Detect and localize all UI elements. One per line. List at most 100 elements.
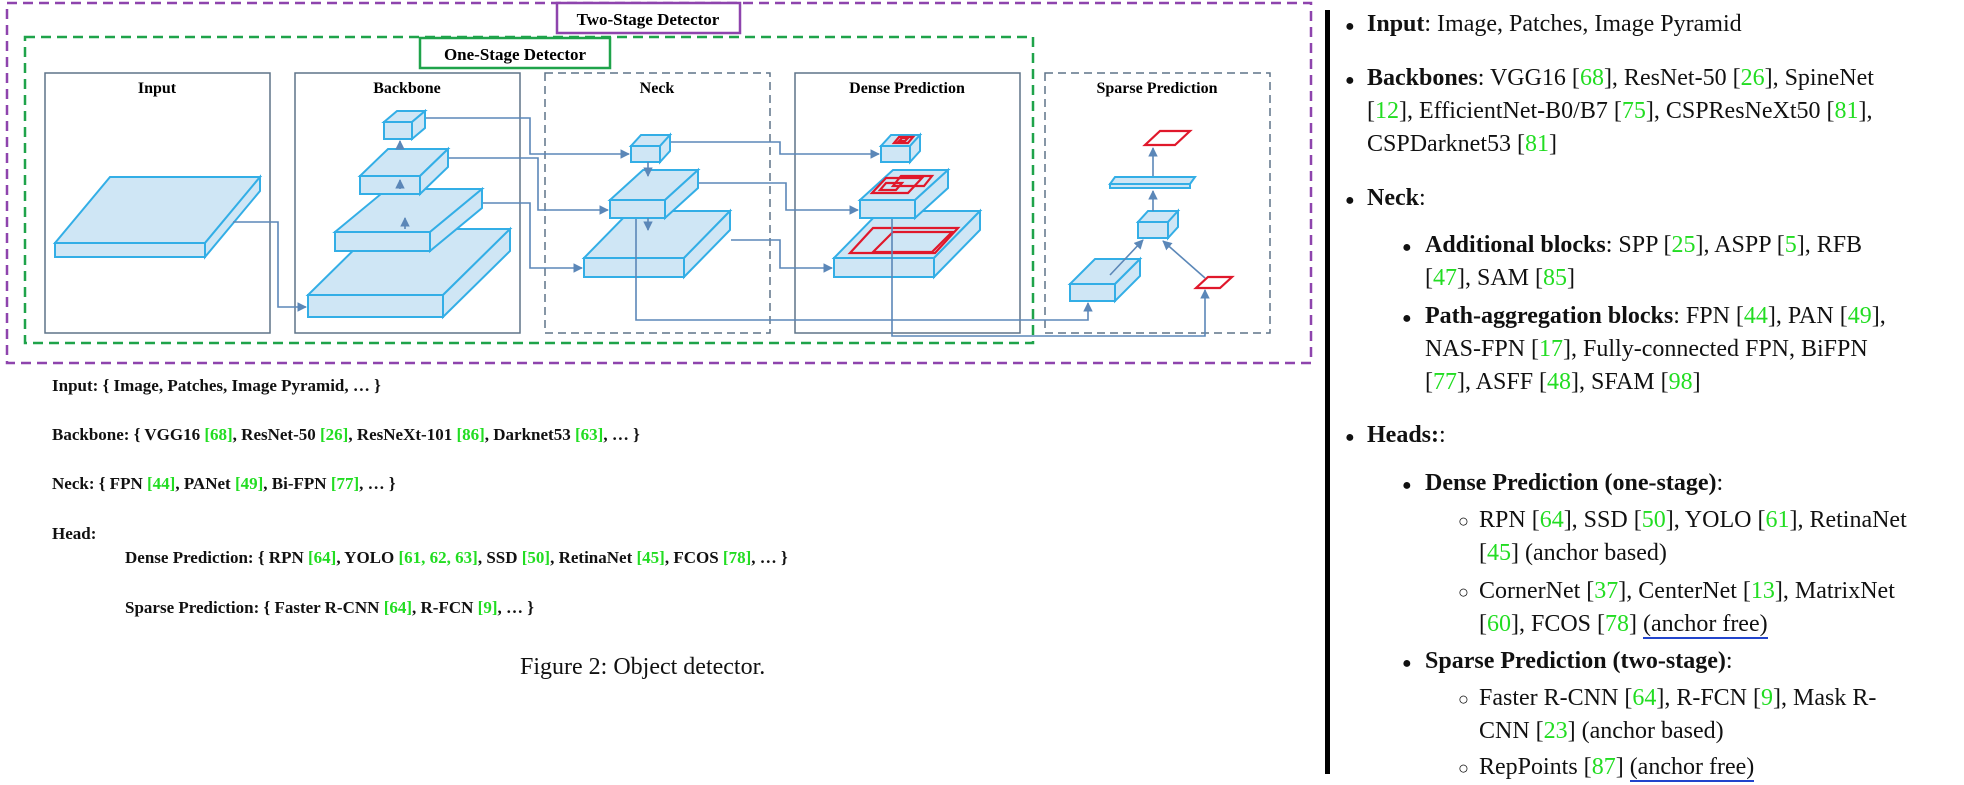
item-text: ], ASPP [ [1695,232,1785,258]
citation[interactable]: 98 [1668,369,1693,395]
list-input-text: { Image, Patches, Image Pyramid, … } [102,376,381,395]
item-text: ] [1567,265,1576,291]
item-text: : [1716,470,1724,496]
item-text: [ [1367,98,1375,124]
citation[interactable]: 26 [1740,65,1765,91]
citation[interactable]: [45] [636,548,665,567]
list-head: Head: [52,524,96,544]
citation[interactable]: [78] [722,548,752,567]
bullet-icon: ● [1345,192,1355,209]
panel-title-dense: Dense Prediction [849,80,965,97]
citation[interactable]: [63] [574,425,604,444]
backbone-level-2 [332,186,485,254]
object-detector-diagram: Two-Stage Detector One-Stage Detector In… [5,1,1313,365]
citation[interactable]: 61 [1765,507,1790,533]
right-d2: CornerNet [37], CenterNet [13], MatrixNe… [1479,575,1895,608]
citation[interactable]: 81 [1834,98,1859,124]
citation[interactable]: 49 [1847,303,1872,329]
citation[interactable]: 87 [1591,754,1616,780]
item-text: : [1725,648,1733,674]
item-label: Heads: [1367,422,1439,448]
right-heads: Heads:: [1367,419,1446,452]
citation[interactable]: 47 [1433,265,1457,291]
list-text: , R-FCN [412,598,478,617]
item-text: Faster R-CNN [ [1479,685,1633,711]
citation[interactable]: [64] [383,598,413,617]
citation[interactable]: [49] [234,474,264,493]
sparse-feature-block [1067,256,1143,304]
citation[interactable]: 77 [1433,369,1457,395]
list-text: , ResNet-50 [232,425,321,444]
citation[interactable]: 17 [1539,336,1564,362]
arrow-backbone-neck-4 [426,117,630,159]
citation[interactable]: 9 [1761,685,1773,711]
item-text: CNN [ [1479,718,1544,744]
list-text: , Darknet53 [484,425,575,444]
citation[interactable]: [77] [330,474,360,493]
citation[interactable]: [9] [477,598,498,617]
citation[interactable]: 12 [1375,98,1399,124]
citation[interactable]: 48 [1547,369,1572,395]
citation[interactable]: [50] [521,548,551,567]
list-text: , … } [751,548,788,567]
right-backbones-line2: [12], EfficientNet-B0/B7 [75], CSPResNeX… [1367,95,1873,128]
citation[interactable]: 25 [1671,232,1696,258]
anchor-free-highlight[interactable]: (anchor free) [1643,611,1768,639]
citation[interactable]: 64 [1632,685,1657,711]
citation[interactable]: [64] [307,548,337,567]
arrow-sparse-feature-roi [1109,239,1144,276]
column-divider [1325,10,1330,774]
right-dense: Dense Prediction (one-stage): [1425,467,1723,500]
two-stage-label: Two-Stage Detector [577,10,720,29]
panel-input [44,72,271,334]
dense-box-small [891,135,916,145]
item-text: ], RFB [1796,232,1863,258]
bullet-icon: ● [1402,239,1412,256]
citation[interactable]: [68] [204,425,233,444]
item-label: Dense Prediction (one-stage) [1425,470,1717,496]
item-text: : VGG16 [ [1477,65,1580,91]
item-text: [ [1425,265,1433,291]
citation[interactable]: 85 [1543,265,1568,291]
right-s2: RepPoints [87] (anchor free) [1479,751,1755,784]
citation[interactable]: 81 [1525,131,1549,157]
arrow-neck-dense-3 [671,141,880,159]
item-label: Path-aggregation blocks [1425,303,1674,329]
right-d1: RPN [64], SSD [50], YOLO [61], RetinaNet [1479,504,1907,537]
citation[interactable]: [61, 62, 63] [398,548,478,567]
citation[interactable]: [26] [320,425,349,444]
arrow-neck-dense-1 [731,239,833,273]
citation[interactable]: [86] [456,425,485,444]
citation[interactable]: 68 [1579,65,1604,91]
neck-level-2 [607,167,701,221]
neck-level-1 [581,208,733,280]
anchor-free-highlight[interactable]: (anchor free) [1629,754,1755,782]
bullet-icon: ● [1402,310,1412,327]
citation[interactable]: 75 [1621,98,1646,124]
citation[interactable]: 13 [1750,578,1775,604]
citation[interactable]: [44] [146,474,176,493]
one-stage-label-box [418,36,612,70]
citation[interactable]: 50 [1641,507,1666,533]
citation[interactable]: 5 [1784,232,1797,258]
item-text: ], PAN [ [1767,303,1848,329]
citation[interactable]: 37 [1594,578,1619,604]
citation[interactable]: 64 [1539,507,1564,533]
item-text: ] [1629,611,1644,637]
backbone-level-4 [381,108,428,142]
panel-title-backbone: Backbone [373,80,441,97]
right-s1: Faster R-CNN [64], R-FCN [9], Mask R- [1479,682,1876,715]
neck-level-3 [628,132,673,165]
citation[interactable]: 60 [1487,611,1511,637]
citation[interactable]: 78 [1605,611,1630,637]
list-text: , … } [497,598,534,617]
citation[interactable]: 23 [1543,718,1568,744]
right-additional-line2: [47], SAM [85] [1425,262,1575,295]
citation[interactable]: 45 [1487,540,1511,566]
dense-box-small-inner [896,136,911,143]
item-text: ], MatrixNet [1774,578,1895,604]
citation[interactable]: 44 [1743,303,1768,329]
arrow-sparse-proposal-roi [1162,240,1206,279]
sparse-proposal-box [1193,275,1235,290]
list-neck: Neck: { FPN [44], PANet [49], Bi-FPN [77… [52,474,396,494]
